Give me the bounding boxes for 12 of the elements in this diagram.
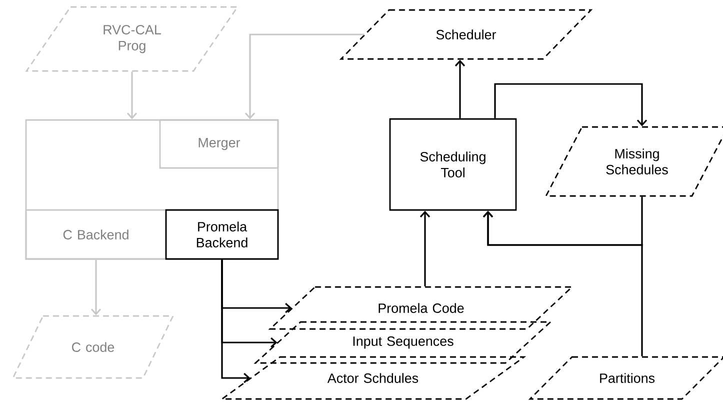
- arrow: [454, 60, 466, 118]
- arrow: [90, 260, 102, 316]
- arrow: [244, 34, 364, 120]
- module-box: Merger: [159, 119, 279, 169]
- arrow: [420, 210, 430, 286]
- arrow: [494, 83, 648, 126]
- module-box: Promela Backend: [165, 209, 279, 260]
- process-box: Scheduling Tool: [389, 118, 517, 211]
- arrow: [126, 72, 138, 120]
- module-box: C Backend: [25, 209, 167, 260]
- arrow: [221, 260, 250, 384]
- arrow: [482, 210, 643, 356]
